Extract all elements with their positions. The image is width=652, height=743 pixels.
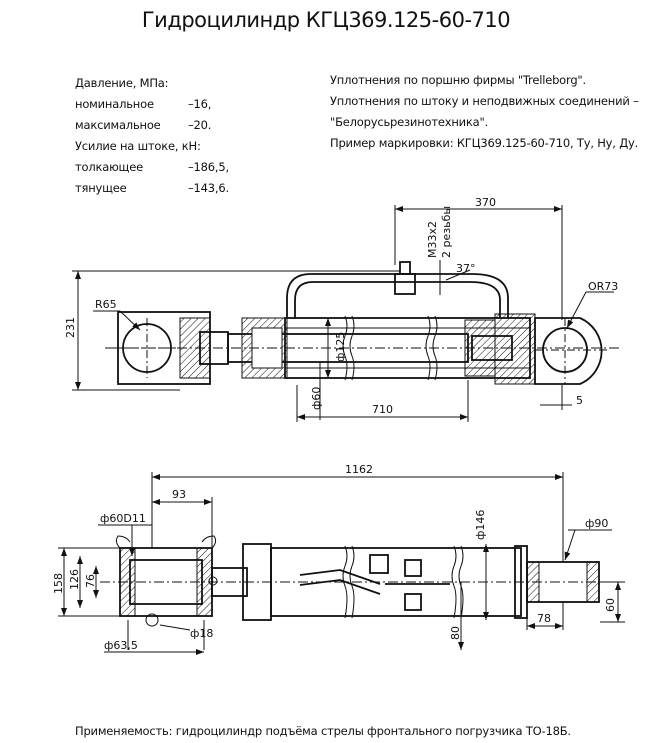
pressure-header: Давление, МПа:: [75, 76, 169, 90]
dim-1162: 1162: [345, 463, 373, 476]
footer-applicability: Применяемость: гидроцилиндр подъёма стре…: [75, 724, 571, 738]
pull-value: –143,6.: [188, 181, 229, 195]
note-line-4: Пример маркировки: КГЦ369.125-60-710, Ту…: [330, 136, 639, 150]
dim-5: 5: [576, 394, 583, 407]
force-header: Усилие на штоке, кН:: [75, 139, 201, 153]
dim-d18: ф18: [190, 627, 213, 640]
dim-thread: М33х2: [426, 221, 439, 258]
dim-60: 60: [604, 598, 617, 612]
bottom-dimensions: 1162 93 ф60D11 ф146 ф90 158 126 76 ф18 ф…: [52, 463, 625, 655]
dim-80: 80: [449, 626, 462, 640]
dim-78: 78: [537, 612, 551, 625]
dim-d146: ф146: [474, 510, 487, 540]
dim-d60: ф60: [310, 387, 323, 410]
dim-d63: ф63,5: [104, 639, 138, 652]
dim-710: 710: [372, 403, 393, 416]
hydraulic-tube: [294, 281, 501, 318]
nominal-value: –16,: [188, 97, 212, 111]
note-line-3: "Белорусьрезинотехника".: [330, 115, 489, 129]
push-label: толкающее: [75, 160, 143, 174]
max-value: –20.: [188, 118, 212, 132]
note-line-1: Уплотнения по поршню фирмы "Trelleborg".: [330, 73, 586, 87]
max-label: максимальное: [75, 118, 161, 132]
rod-eye-right: [534, 317, 603, 385]
dim-d90: ф90: [585, 517, 608, 530]
dim-158: 158: [52, 573, 65, 594]
dim-370: 370: [475, 196, 496, 209]
dim-231: 231: [64, 317, 77, 338]
drawing-title: Гидроцилиндр КГЦ369.125-60-710: [141, 8, 511, 32]
dim-76: 76: [84, 574, 97, 588]
dim-r73: OR73: [588, 280, 618, 293]
top-dimensions: 370 М33х2 2 резьбы 37° OR73 R65 231 ф125…: [64, 196, 618, 422]
push-value: –186,5,: [188, 160, 229, 174]
dim-d125: ф125: [334, 332, 347, 362]
top-section-view: [105, 261, 620, 385]
dim-d60d11: ф60D11: [100, 512, 146, 525]
dim-angle: 37°: [456, 262, 476, 275]
dim-slots: 2 резьбы: [440, 206, 453, 258]
bottom-plan-view: [100, 535, 615, 627]
dim-r65: R65: [95, 298, 117, 311]
nominal-label: номинальное: [75, 97, 154, 111]
dim-93: 93: [172, 488, 186, 501]
pull-label: тянущее: [75, 181, 127, 195]
note-line-2: Уплотнения по штоку и неподвижных соедин…: [330, 94, 639, 108]
dim-126: 126: [68, 569, 81, 590]
